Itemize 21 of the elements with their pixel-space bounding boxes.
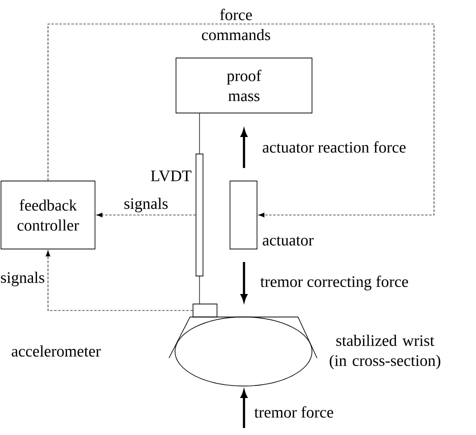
connector-line [199,113,200,154]
force-label: tremor force [254,406,334,418]
connector-line [199,276,200,304]
process-box: proof mass [176,58,312,114]
process-box: feedback controller [0,180,96,250]
part-label: stabilized wrist (in cross-section) [330,334,440,370]
part-label: LVDT [150,170,192,182]
arrow [48,24,434,218]
edge-label: signals [1,272,44,286]
sensor-bar [196,154,204,276]
wrist-ellipse [174,316,312,386]
arrow [96,212,196,218]
part-label: actuator [262,236,314,246]
actuator-box [230,180,258,250]
force-label: actuator reaction force [262,141,406,153]
arrow [46,250,193,311]
sensor-box [192,304,218,318]
edge-label: force commands [202,8,270,40]
part-label: accelerometer [12,345,101,357]
edge-label: signals [124,198,168,212]
force-label: tremor correcting force [260,276,408,290]
